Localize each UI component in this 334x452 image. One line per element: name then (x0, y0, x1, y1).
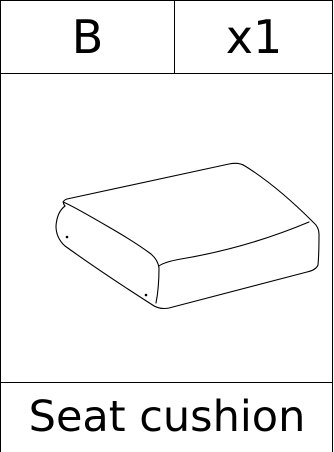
part-illustration (1, 74, 333, 382)
part-letter: B (1, 1, 175, 73)
part-name: Seat cushion (1, 382, 333, 452)
cushion-detail-dot (144, 293, 148, 297)
part-quantity: x1 (225, 10, 283, 64)
cushion-detail-dot (65, 235, 69, 239)
seat-cushion-icon (55, 162, 320, 310)
part-header: B x1 (1, 0, 333, 74)
